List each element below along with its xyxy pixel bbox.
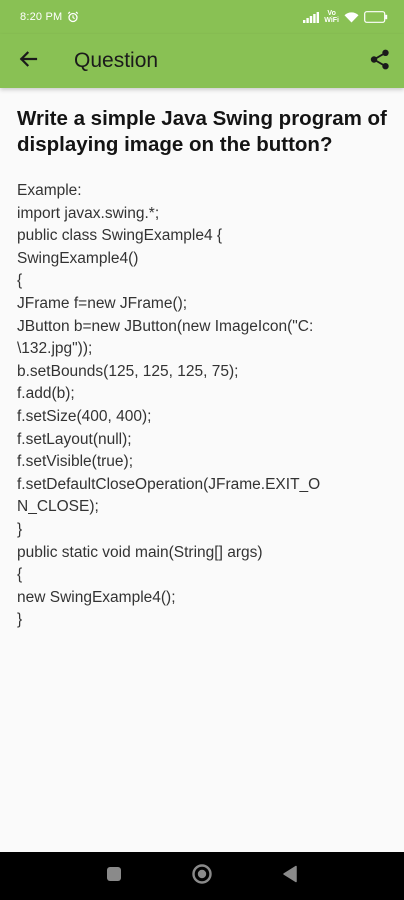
- app-bar: Question: [0, 34, 404, 88]
- answer-line: f.setVisible(true);: [17, 453, 134, 471]
- answer-line: public static void main(String[] args): [17, 543, 263, 561]
- share-icon: [370, 49, 390, 74]
- triangle-back-icon: [282, 865, 298, 887]
- battery-icon: [364, 11, 388, 23]
- signal-icon: [303, 11, 320, 23]
- answer-line: {: [17, 566, 23, 584]
- volte-indicator: Vo WiFi: [324, 10, 339, 24]
- answer-line: N_CLOSE);: [17, 498, 99, 516]
- answer-line: public class SwingExample4 {: [17, 227, 223, 245]
- answer-line: new SwingExample4();: [17, 588, 176, 606]
- nav-back-button[interactable]: [246, 852, 334, 900]
- square-recents-icon: [106, 866, 122, 886]
- question-title: Write a simple Java Swing program of dis…: [17, 107, 387, 156]
- wifi-icon: [344, 11, 359, 23]
- system-nav-bar: [0, 852, 404, 900]
- home-button[interactable]: [158, 852, 246, 900]
- answer-text: Example: import javax.swing.*; public cl…: [17, 180, 390, 632]
- status-time: 8:20 PM: [20, 11, 63, 23]
- volte-label: Vo: [327, 10, 336, 17]
- share-button[interactable]: [356, 34, 404, 88]
- answer-line: SwingExample4(): [17, 249, 139, 267]
- question-content: Write a simple Java Swing program of dis…: [0, 88, 404, 632]
- answer-line: }: [17, 520, 23, 538]
- status-bar: 8:20 PM Vo WiFi: [0, 0, 404, 34]
- wifi-label: WiFi: [324, 17, 339, 24]
- page-title: Question: [74, 49, 159, 72]
- arrow-back-icon: [18, 49, 38, 73]
- back-button[interactable]: [0, 34, 56, 88]
- answer-line: b.setBounds(125, 125, 125, 75);: [17, 362, 239, 380]
- recents-button[interactable]: [70, 852, 158, 900]
- answer-line: JButton b=new JButton(new ImageIcon("C:: [17, 317, 314, 335]
- answer-line: Example:: [17, 182, 82, 199]
- answer-line: f.setLayout(null);: [17, 430, 132, 448]
- answer-line: import javax.swing.*;: [17, 204, 160, 222]
- answer-line: JFrame f=new JFrame();: [17, 294, 188, 312]
- answer-line: f.setSize(400, 400);: [17, 407, 152, 425]
- answer-line: {: [17, 272, 23, 290]
- status-right: Vo WiFi: [303, 10, 388, 24]
- answer-line: f.add(b);: [17, 385, 75, 403]
- status-left: 8:20 PM: [20, 11, 79, 23]
- answer-line: }: [17, 611, 23, 629]
- alarm-icon: [67, 11, 79, 23]
- circle-home-icon: [191, 863, 213, 889]
- answer-line: \132.jpg"));: [17, 340, 93, 358]
- answer-line: f.setDefaultCloseOperation(JFrame.EXIT_O: [17, 475, 321, 493]
